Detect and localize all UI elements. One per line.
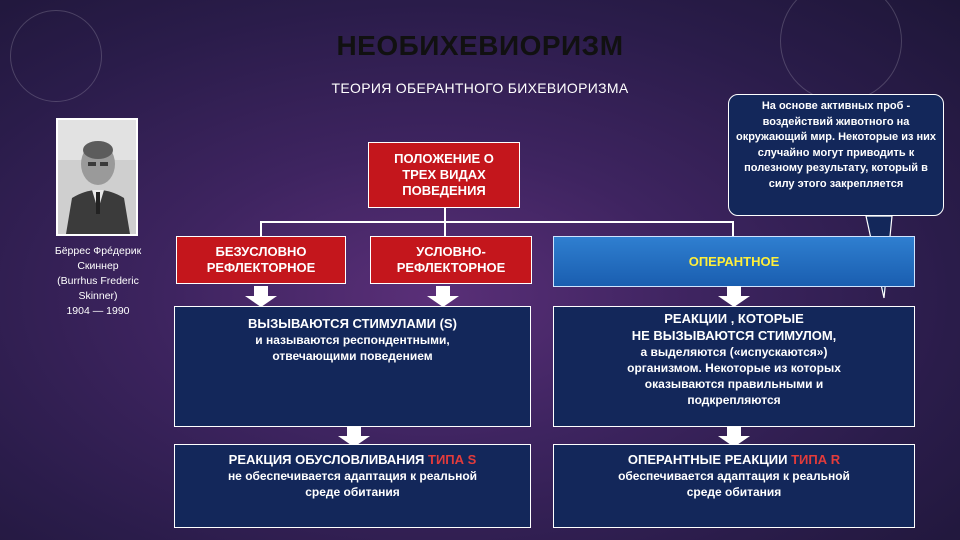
respondent-lead: ВЫЗЫВАЮТСЯ СТИМУЛАМИ (S) (175, 315, 530, 332)
operant-reactions-line: подкрепляются (554, 392, 914, 408)
respondent-line: отвечающими поведением (175, 348, 530, 364)
page-title: НЕОБИХЕВИОРИЗМ (0, 30, 960, 62)
operant-reactions-box: РЕАКЦИИ , КОТОРЫЕ НЕ ВЫЗЫВАЮТСЯ СТИМУЛОМ… (553, 306, 915, 427)
type-r-line: обеспечивается адаптация к реальной (554, 468, 914, 484)
connector-line (260, 221, 734, 223)
down-arrow-icon (244, 286, 278, 308)
connector-line (260, 221, 262, 236)
operant-reactions-lead: НЕ ВЫЗЫВАЮТСЯ СТИМУЛОМ, (554, 327, 914, 344)
respondent-box: ВЫЗЫВАЮТСЯ СТИМУЛАМИ (S) и называются ре… (174, 306, 531, 427)
type-operant-box: ОПЕРАНТНОЕ (553, 236, 915, 287)
caption-line: Skinner) (30, 289, 166, 304)
type-unconditioned-box: БЕЗУСЛОВНО РЕФЛЕКТОРНОЕ (176, 236, 346, 284)
caption-line: 1904 — 1990 (30, 304, 166, 319)
portrait-photo (56, 118, 138, 236)
type-conditioned-line: УСЛОВНО- (416, 244, 486, 260)
operant-reactions-line: организмом. Некоторые из которых (554, 360, 914, 376)
type-unconditioned-line: БЕЗУСЛОВНО (216, 244, 307, 260)
callout-bubble: На основе активных проб - воздействий жи… (728, 94, 944, 216)
caption-line: Бёррес Фрéдерик (30, 244, 166, 259)
connector-line (444, 221, 446, 236)
operant-reactions-lead: РЕАКЦИИ , КОТОРЫЕ (554, 310, 914, 327)
root-box: ПОЛОЖЕНИЕ О ТРЕХ ВИДАХ ПОВЕДЕНИЯ (368, 142, 520, 208)
type-r-lead-text: ОПЕРАНТНЫЕ РЕАКЦИИ (628, 452, 791, 467)
root-box-line: ПОЛОЖЕНИЕ О (394, 151, 494, 167)
down-arrow-icon (426, 286, 460, 308)
type-unconditioned-line: РЕФЛЕКТОРНОЕ (207, 260, 316, 276)
operant-reactions-line: а выделяются («испускаются») (554, 344, 914, 360)
operant-reactions-line: оказываются правильными и (554, 376, 914, 392)
type-s-lead: РЕАКЦИЯ ОБУСЛОВЛИВАНИЯ ТИПА S (175, 451, 530, 468)
root-box-line: ПОВЕДЕНИЯ (402, 183, 486, 199)
type-s-lead-text: РЕАКЦИЯ ОБУСЛОВЛИВАНИЯ (229, 452, 428, 467)
type-r-line: среде обитания (554, 484, 914, 500)
type-s-box: РЕАКЦИЯ ОБУСЛОВЛИВАНИЯ ТИПА S не обеспеч… (174, 444, 531, 528)
down-arrow-icon (717, 286, 751, 308)
caption-line: (Burrhus Frederic (30, 274, 166, 289)
type-conditioned-line: РЕФЛЕКТОРНОЕ (397, 260, 506, 276)
type-r-lead: ОПЕРАНТНЫЕ РЕАКЦИИ ТИПА R (554, 451, 914, 468)
type-s-line: не обеспечивается адаптация к реальной (175, 468, 530, 484)
portrait-caption: Бёррес Фрéдерик Скиннер (Burrhus Frederi… (30, 244, 166, 319)
type-r-box: ОПЕРАНТНЫЕ РЕАКЦИИ ТИПА R обеспечивается… (553, 444, 915, 528)
type-s-highlight: ТИПА S (428, 452, 476, 467)
person-photo-icon (58, 120, 136, 234)
caption-line: Скиннер (30, 259, 166, 274)
root-box-line: ТРЕХ ВИДАХ (402, 167, 486, 183)
type-conditioned-box: УСЛОВНО- РЕФЛЕКТОРНОЕ (370, 236, 532, 284)
type-r-highlight: ТИПА R (791, 452, 840, 467)
respondent-line: и называются респондентными, (175, 332, 530, 348)
page-subtitle: ТЕОРИЯ ОБЕРАНТНОГО БИХЕВИОРИЗМА (240, 80, 720, 96)
connector-line (444, 208, 446, 222)
type-s-line: среде обитания (175, 484, 530, 500)
connector-line (732, 221, 734, 236)
